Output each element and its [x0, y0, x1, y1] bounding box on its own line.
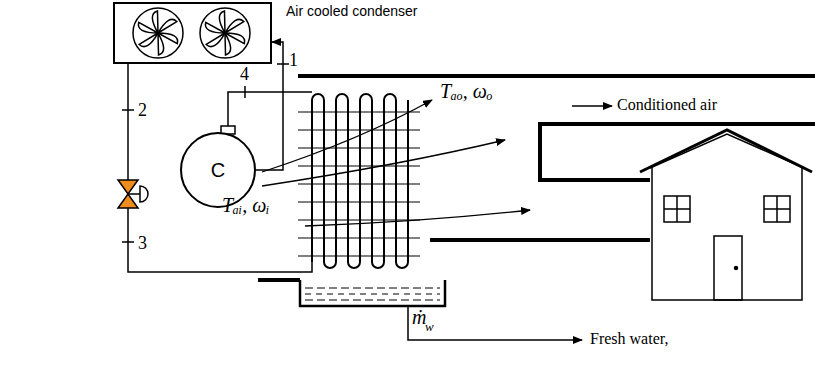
condenser-box: Air cooled condenser: [113, 2, 272, 64]
fan-blade: [219, 11, 225, 33]
flow-label: Fresh water,: [590, 330, 668, 348]
coil-stroke: [298, 220, 420, 221]
fan-blade: [206, 33, 225, 47]
mass-flow-symbol: ṁ: [412, 306, 426, 329]
coil-stroke: [298, 238, 420, 239]
fan-blade: [139, 33, 158, 47]
coil-stroke: [298, 184, 420, 185]
line-tick: [277, 63, 289, 65]
fan-blade: [225, 19, 244, 33]
refrigerant-line: [256, 42, 283, 170]
coil-stroke: [298, 130, 420, 131]
callout-number: 2: [138, 100, 147, 121]
mass-flow-subscript: w: [425, 320, 434, 335]
drain-pan: [300, 280, 582, 340]
callout-number: 1: [289, 50, 298, 71]
duct-walls: [258, 76, 815, 280]
inlet-air-state: Tₐᵢ, ωᵢ: [222, 194, 269, 217]
coil-stroke: [298, 256, 420, 257]
coil-stroke: [298, 148, 420, 149]
callout-number: 4: [240, 64, 249, 85]
condenser-fans: [133, 8, 250, 58]
compressor-letter: C: [211, 159, 225, 182]
air-flow-arrows: [262, 100, 612, 226]
evaporator-coil: [298, 94, 420, 268]
coil-stroke: [298, 112, 420, 113]
fan-blade: [152, 11, 158, 33]
fan-blade: [158, 33, 164, 55]
callout-number: 3: [138, 233, 147, 254]
expansion-valve: [118, 180, 148, 208]
coil-stroke: [298, 202, 420, 203]
fan-blade: [158, 19, 177, 33]
house: [640, 130, 812, 300]
coil-stroke: [298, 166, 420, 167]
fan-blade: [225, 33, 231, 55]
flow-label: Conditioned air: [617, 96, 717, 114]
component-label: Air cooled condenser: [286, 3, 418, 19]
outlet-air-state: Tₐₒ, ωₒ: [440, 80, 493, 103]
